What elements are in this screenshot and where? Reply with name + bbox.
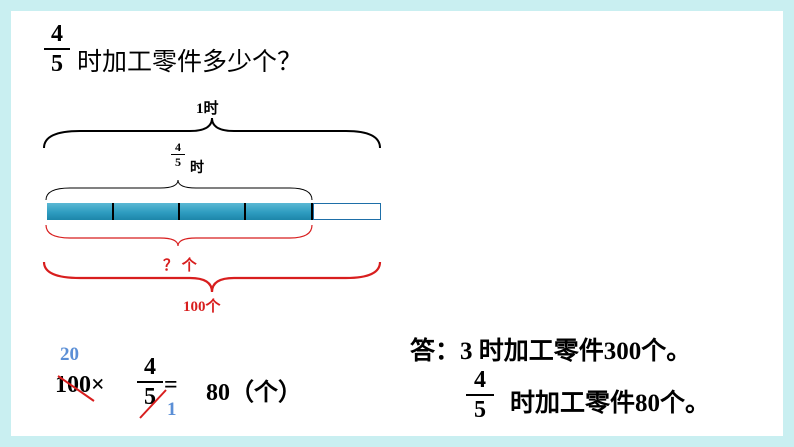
red-inner-brace-label: ？ 个: [163, 258, 197, 274]
answer-fraction: 4 5: [466, 368, 494, 422]
calc-equals: =: [164, 372, 178, 398]
inner-brace-fraction-denominator: 5: [175, 155, 181, 169]
red-outer-brace-label: 100个: [183, 299, 221, 315]
cancel-annotation-top: 20: [60, 344, 79, 365]
bar-segment-5-empty: [313, 203, 381, 220]
calc-fraction-numerator: 4: [144, 354, 156, 380]
top-brace-label: 1时: [196, 101, 219, 117]
red-outer-brace: [42, 261, 382, 293]
answer-fraction-denominator: 5: [474, 397, 486, 423]
answer-fraction-numerator: 4: [474, 367, 486, 393]
fraction-bar: [44, 48, 70, 50]
question-fraction-numerator: 4: [51, 21, 63, 47]
question-text: 时加工零件多少个？: [77, 49, 303, 76]
inner-brace: [45, 179, 313, 201]
calc-lhs: 100×: [55, 372, 105, 398]
bar-segment-3: [180, 203, 246, 220]
fraction-bar: [137, 381, 163, 383]
cancel-strike-5: [139, 389, 167, 419]
calc-result: 80（个）: [206, 380, 302, 406]
question-fraction: 4 5: [44, 22, 70, 76]
answer-line-2-text: 时加工零件80个。: [510, 390, 711, 417]
fraction-bar: [171, 154, 185, 155]
bar-segment-2: [114, 203, 180, 220]
red-inner-brace: [45, 224, 313, 247]
inner-brace-fraction: 4 5: [171, 141, 185, 168]
cancel-strike-100: [57, 375, 95, 402]
inner-brace-unit: 时: [190, 161, 204, 176]
question-fraction-denominator: 5: [51, 51, 63, 77]
fraction-bar: [466, 394, 494, 396]
answer-line-1: 答：3 时加工零件300个。: [410, 338, 692, 365]
cancel-annotation-bottom: 1: [167, 399, 177, 420]
inner-brace-fraction-numerator: 4: [175, 140, 181, 154]
slide: [11, 11, 783, 436]
top-brace: [43, 117, 381, 149]
bar-segment-1: [47, 203, 114, 220]
bar-segment-4: [246, 203, 313, 220]
